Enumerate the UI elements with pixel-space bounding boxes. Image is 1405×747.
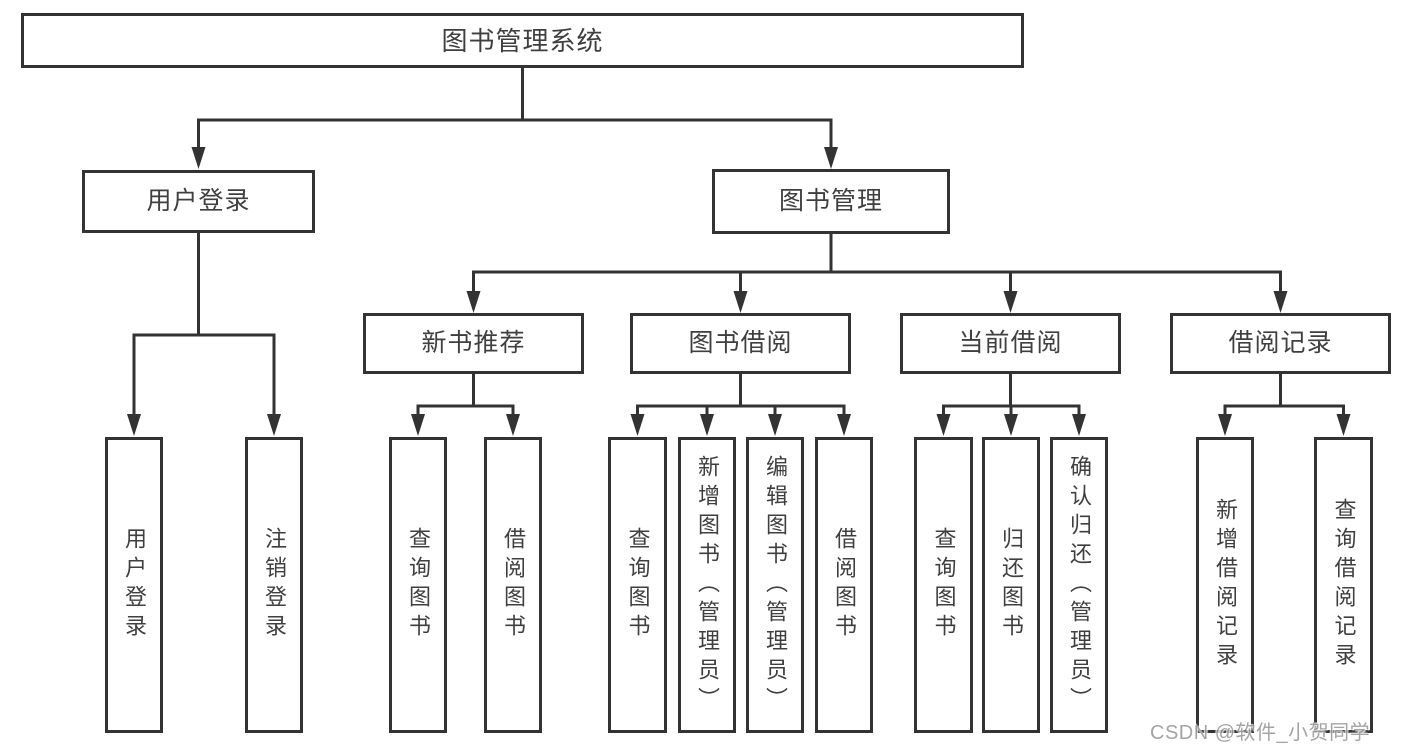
- node-borrow-books: 借阅图书: [815, 437, 873, 733]
- node-edit-book-admin: 编辑图书（管理员）: [746, 437, 804, 733]
- connector-root-split: [198, 68, 831, 122]
- connector-current-borrow-split: [943, 374, 1079, 408]
- node-label: 用户登录: [146, 187, 251, 215]
- node-label: 借阅记录: [1228, 329, 1333, 357]
- node-login: 用户登录: [105, 437, 163, 733]
- node-root: 图书管理系统: [21, 13, 1024, 68]
- node-query-books-recommend: 查询图书: [389, 437, 447, 733]
- node-label: 图书管理: [778, 187, 883, 215]
- node-label: 新增图书（管理员）: [695, 454, 720, 716]
- node-label: 用户登录: [122, 527, 147, 643]
- node-label: 编辑图书（管理员）: [763, 454, 788, 716]
- node-label: 当前借阅: [958, 329, 1063, 357]
- node-user-login: 用户登录: [82, 170, 315, 233]
- node-borrow-books-recommend: 借阅图书: [484, 437, 542, 733]
- node-label: 查询图书: [625, 527, 651, 643]
- node-label: 确认归还（管理员）: [1067, 454, 1092, 716]
- node-label: 查询图书: [931, 527, 957, 643]
- node-book-management: 图书管理: [712, 169, 950, 234]
- node-label: 新书推荐: [421, 329, 526, 357]
- connector-book-borrow-split: [637, 374, 844, 408]
- node-label: 新增借阅记录: [1213, 498, 1238, 672]
- node-add-book-admin: 新增图书（管理员）: [678, 437, 736, 733]
- node-query-books-current: 查询图书: [914, 437, 973, 733]
- watermark: CSDN @软件_小贺同学: [1150, 722, 1371, 744]
- connector-user-login-split: [134, 233, 274, 337]
- node-current-borrow: 当前借阅: [900, 313, 1121, 374]
- node-logout: 注销登录: [245, 437, 303, 733]
- node-query-books-borrow: 查询图书: [608, 437, 667, 733]
- node-label: 查询图书: [406, 527, 431, 643]
- node-label: 借阅图书: [501, 527, 526, 643]
- node-label: 图书管理系统: [441, 25, 604, 56]
- connector-borrow-records-split: [1225, 374, 1344, 408]
- node-label: 图书借阅: [688, 329, 793, 357]
- node-label: 注销登录: [262, 527, 287, 643]
- connector-new-book-split: [418, 374, 513, 408]
- node-add-borrow-record: 新增借阅记录: [1196, 437, 1254, 733]
- node-label: 查询借阅记录: [1331, 498, 1357, 672]
- node-new-book-recommend: 新书推荐: [363, 313, 584, 374]
- node-label: 归还图书: [999, 527, 1024, 643]
- node-confirm-return-admin: 确认归还（管理员）: [1050, 437, 1108, 733]
- node-label: 借阅图书: [832, 527, 857, 643]
- node-query-borrow-record: 查询借阅记录: [1314, 437, 1373, 733]
- node-book-borrow: 图书借阅: [630, 313, 851, 374]
- connector-book-management-split: [473, 234, 1281, 274]
- node-return-book: 归还图书: [982, 437, 1040, 733]
- node-borrow-records: 借阅记录: [1170, 313, 1391, 374]
